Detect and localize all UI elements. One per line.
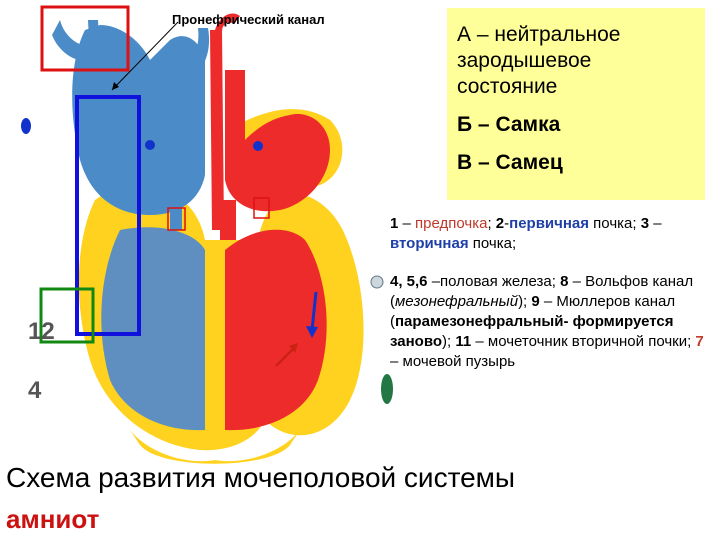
red-small-square-left (167, 207, 186, 231)
red-small-square-right (253, 197, 270, 219)
green-highlight-box (39, 287, 95, 344)
pronephric-pointer-head (112, 82, 119, 90)
note-bullet-gray (370, 275, 384, 289)
legend-a-line-3: состояние (457, 75, 558, 98)
legend-b-line: Б – Самка (457, 113, 561, 136)
red-highlight-box (40, 5, 130, 72)
red-right-body (225, 229, 327, 431)
red-lower-duct (220, 200, 236, 240)
legend-a-line-1: А – нейтральное (457, 23, 621, 46)
blue-dot-left (21, 118, 31, 134)
notes-paragraph-1: 1 – предпочка; 2-первичная почка; 3 – вт… (390, 215, 662, 252)
blue-arrow-head (306, 326, 318, 338)
blue-dot-right (253, 141, 263, 151)
red-arrow-head (289, 343, 298, 353)
red-duct-top (215, 13, 240, 32)
note-bullet-green (381, 374, 393, 404)
blue-arrow-line (310, 291, 318, 331)
red-duct-vertical (210, 30, 224, 230)
side-number-4: 4 (28, 377, 42, 404)
subcaption: амниот (6, 504, 100, 534)
blue-duct-center (170, 60, 182, 230)
caption: Схема развития мочеполовой системы (6, 462, 516, 493)
blue-left-body (101, 227, 205, 431)
notes-paragraph-2: 4, 5,6 –половая железа; 8 – Вольфов кана… (390, 273, 704, 370)
legend-box: А – нейтральное зародышевое состояние Б … (447, 8, 705, 200)
blue-highlight-box (75, 95, 141, 336)
red-upper-region (225, 70, 330, 212)
blue-duct-left (52, 20, 95, 62)
blue-dot-center (145, 140, 155, 150)
legend-c-line: В – Самец (457, 151, 563, 174)
legend-a-line-2: зародышевое (457, 49, 592, 72)
pronephric-pointer-line (111, 21, 179, 91)
notes: 1 – предпочка; 2-первичная почка; 3 – вт… (390, 214, 710, 390)
red-arrow-line (275, 347, 295, 367)
blue-duct-branch (180, 28, 210, 82)
blue-duct-top (88, 20, 100, 60)
pronephric-duct-label: Пронефрический канал (172, 12, 325, 27)
side-number-12: 12 (28, 318, 55, 345)
